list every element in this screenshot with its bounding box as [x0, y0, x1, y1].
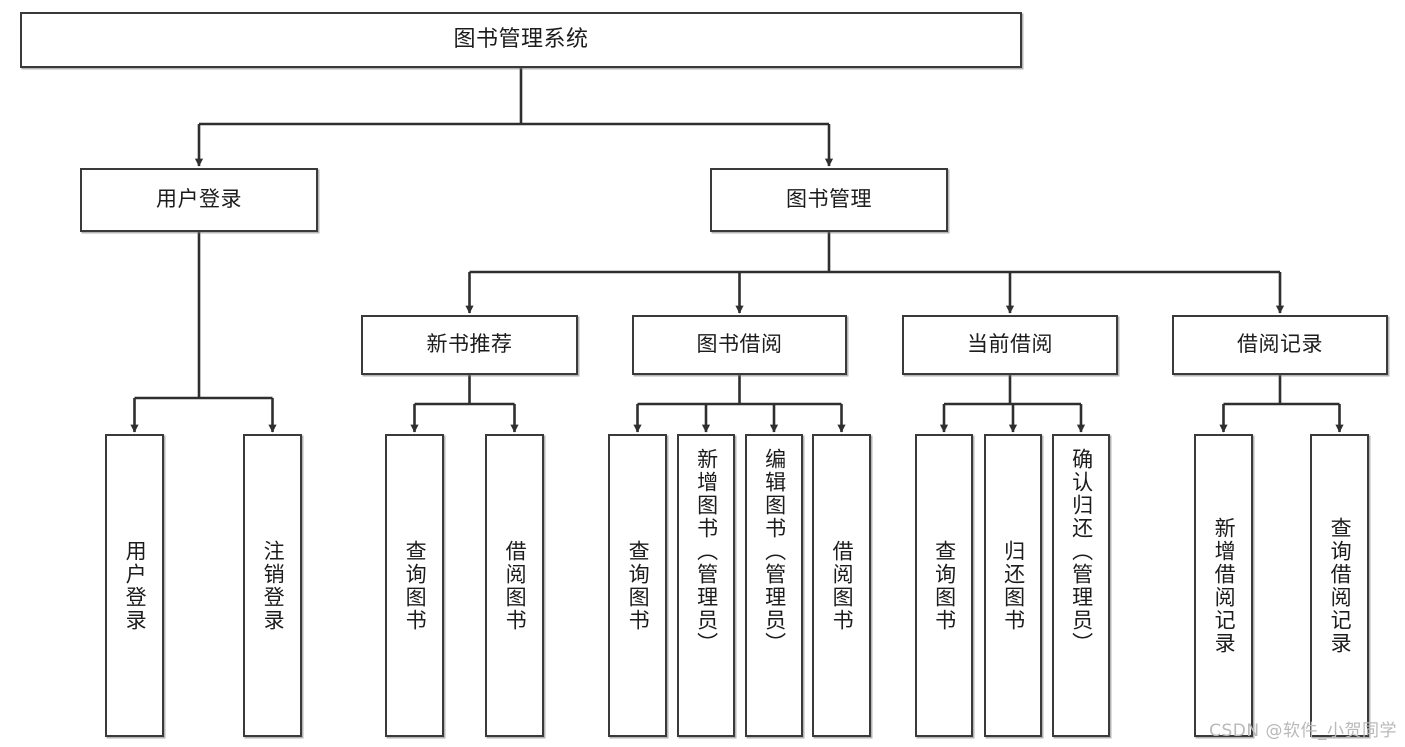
leaf-node-1-注销登录[interactable]: 注销登录	[243, 434, 302, 737]
node-label: 图书管理系统	[453, 26, 589, 52]
connector-trunk	[414, 375, 515, 406]
node-label: 新增图书（管理员）	[694, 448, 719, 655]
connector-trunk	[199, 68, 829, 126]
node-label: 借阅记录	[1237, 332, 1323, 357]
node-label: 当前借阅	[967, 332, 1053, 357]
connector-trunk	[1223, 375, 1340, 406]
leaf-node-9-归还图书[interactable]: 归还图书	[984, 434, 1042, 737]
leaf-node-8-查询图书[interactable]: 查询图书	[915, 434, 973, 737]
module-node-当前借阅[interactable]: 当前借阅	[902, 315, 1118, 375]
module-node-图书借阅[interactable]: 图书借阅	[632, 315, 847, 375]
node-label: 图书借阅	[696, 332, 783, 357]
leaf-node-3-借阅图书[interactable]: 借阅图书	[485, 434, 544, 737]
leaf-node-2-查询图书[interactable]: 查询图书	[385, 434, 444, 737]
leaf-node-5-新增图书管理员[interactable]: 新增图书（管理员）	[677, 434, 735, 737]
node-label: 图书管理	[786, 187, 872, 212]
leaf-node-11-新增借阅记录[interactable]: 新增借阅记录	[1194, 434, 1253, 737]
leaf-node-12-查询借阅记录[interactable]: 查询借阅记录	[1310, 434, 1369, 737]
module-node-借阅记录[interactable]: 借阅记录	[1172, 315, 1388, 375]
node-label: 归还图书	[1001, 539, 1026, 632]
connector-trunk	[469, 232, 1280, 274]
node-label: 查询图书	[932, 539, 957, 632]
node-label: 借阅图书	[503, 539, 528, 632]
node-label: 用户登录	[156, 187, 242, 212]
node-label: 注销登录	[261, 539, 286, 632]
connector-trunk	[944, 375, 1081, 406]
node-label: 查询图书	[626, 539, 651, 632]
node-label: 确认归还（管理员）	[1069, 448, 1094, 655]
node-label: 查询借阅记录	[1328, 516, 1353, 655]
branch-node-用户登录[interactable]: 用户登录	[80, 168, 318, 232]
leaf-node-10-确认归还管理员[interactable]: 确认归还（管理员）	[1052, 434, 1110, 737]
root-node-图书管理系统[interactable]: 图书管理系统	[20, 12, 1022, 68]
leaf-node-0-用户登录[interactable]: 用户登录	[105, 434, 164, 737]
node-label: 新增借阅记录	[1212, 516, 1237, 655]
node-label: 查询图书	[403, 539, 428, 632]
node-label: 新书推荐	[426, 332, 513, 357]
node-label: 借阅图书	[830, 539, 855, 632]
connector-trunk	[637, 375, 842, 406]
leaf-node-6-编辑图书管理员[interactable]: 编辑图书（管理员）	[745, 434, 803, 737]
node-label: 编辑图书（管理员）	[762, 448, 787, 655]
branch-node-图书管理[interactable]: 图书管理	[710, 168, 948, 232]
node-label: 用户登录	[123, 539, 148, 632]
module-node-新书推荐[interactable]: 新书推荐	[361, 315, 578, 375]
leaf-node-7-借阅图书[interactable]: 借阅图书	[812, 434, 871, 737]
leaf-node-4-查询图书[interactable]: 查询图书	[608, 434, 667, 737]
connector-trunk	[134, 232, 273, 400]
